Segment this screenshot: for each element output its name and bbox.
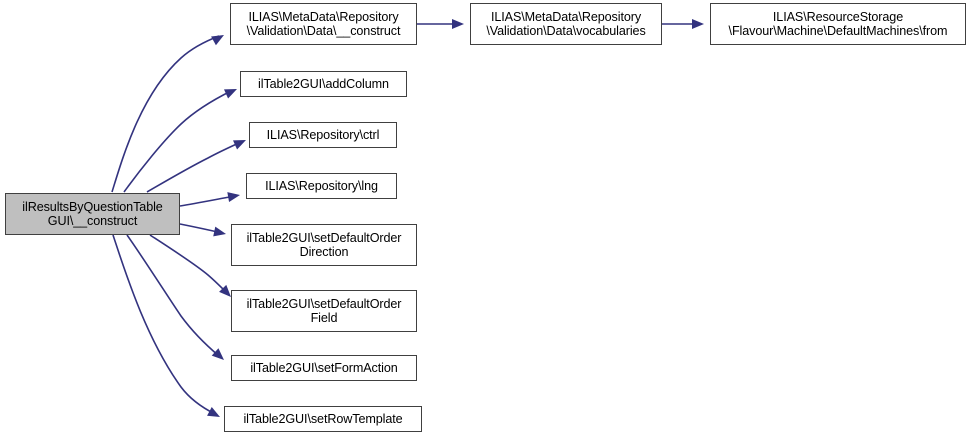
graph-node-n1[interactable]: ILIAS\MetaData\Repository \Validation\Da… xyxy=(230,3,417,45)
graph-arrowhead xyxy=(211,348,224,360)
graph-edge-root-to-n1 xyxy=(111,35,220,193)
graph-node-label: ilTable2GUI\setFormAction xyxy=(250,360,398,375)
graph-node-label: ilResultsByQuestionTable GUI\__construct xyxy=(22,199,163,228)
graph-node-n7[interactable]: ilTable2GUI\setFormAction xyxy=(231,355,417,381)
graph-edge-root-to-n8 xyxy=(112,234,216,415)
graph-node-n5[interactable]: ilTable2GUI\setDefaultOrder Direction xyxy=(231,224,417,266)
graph-arrowhead xyxy=(207,406,220,417)
graph-edge-root-to-n2 xyxy=(123,90,232,193)
graph-node-label: ILIAS\ResourceStorage \Flavour\Machine\D… xyxy=(728,9,948,38)
graph-node-label: ilTable2GUI\setDefaultOrder Direction xyxy=(246,230,402,259)
graph-node-label: ilTable2GUI\setRowTemplate xyxy=(243,411,403,426)
graph-edge-root-to-n6 xyxy=(149,234,228,294)
graph-node-n6[interactable]: ilTable2GUI\setDefaultOrder Field xyxy=(231,290,417,332)
graph-arrowhead xyxy=(692,19,704,29)
graph-edge-root-to-n5 xyxy=(179,223,223,234)
graph-arrowhead xyxy=(213,226,226,237)
graph-node-label: ilTable2GUI\setDefaultOrder Field xyxy=(246,296,402,325)
graph-node-root[interactable]: ilResultsByQuestionTable GUI\__construct xyxy=(5,193,180,235)
graph-arrowhead xyxy=(211,35,224,46)
graph-edge-root-to-n4 xyxy=(179,195,236,207)
graph-arrowhead xyxy=(452,19,464,29)
graph-node-n9[interactable]: ILIAS\MetaData\Repository \Validation\Da… xyxy=(470,3,662,45)
graph-node-label: ILIAS\Repository\ctrl xyxy=(266,127,380,142)
graph-arrowhead xyxy=(227,192,240,203)
graph-arrowhead xyxy=(224,89,237,99)
graph-arrowhead xyxy=(233,140,246,150)
graph-node-label: ILIAS\MetaData\Repository \Validation\Da… xyxy=(486,9,646,38)
graph-node-label: ILIAS\Repository\lng xyxy=(265,178,378,193)
graph-node-n3[interactable]: ILIAS\Repository\ctrl xyxy=(249,122,397,148)
graph-node-n10[interactable]: ILIAS\ResourceStorage \Flavour\Machine\D… xyxy=(710,3,966,45)
graph-node-label: ILIAS\MetaData\Repository \Validation\Da… xyxy=(246,9,401,38)
graph-edge-root-to-n7 xyxy=(126,234,220,357)
graph-node-label: ilTable2GUI\addColumn xyxy=(258,76,389,91)
graph-node-n8[interactable]: ilTable2GUI\setRowTemplate xyxy=(224,406,422,432)
graph-edge-root-to-n3 xyxy=(146,141,242,193)
graph-node-n4[interactable]: ILIAS\Repository\lng xyxy=(246,173,397,199)
graph-node-n2[interactable]: ilTable2GUI\addColumn xyxy=(240,71,407,97)
